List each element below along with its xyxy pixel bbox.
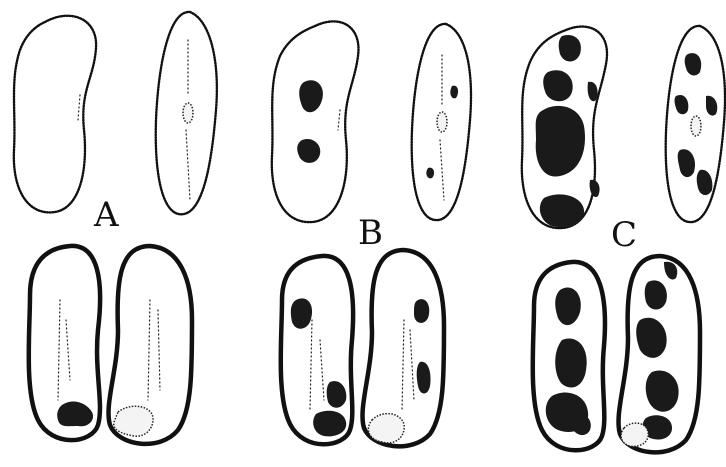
embryo-a-right: [114, 406, 153, 436]
stain-c-2: [543, 70, 572, 101]
stain-b-1: [299, 80, 323, 112]
seed-a-side: [14, 16, 96, 213]
seed-b-side: [272, 21, 359, 222]
stain-c-4: [540, 194, 584, 227]
stain-c-3: [536, 106, 585, 177]
panel-label-c: C: [611, 218, 637, 252]
embryo-a-left: [57, 401, 93, 426]
panel-label-b: B: [358, 216, 383, 250]
stain-c-1: [559, 35, 581, 62]
stain-b-2: [297, 139, 320, 163]
panel-label-a: A: [94, 198, 119, 232]
